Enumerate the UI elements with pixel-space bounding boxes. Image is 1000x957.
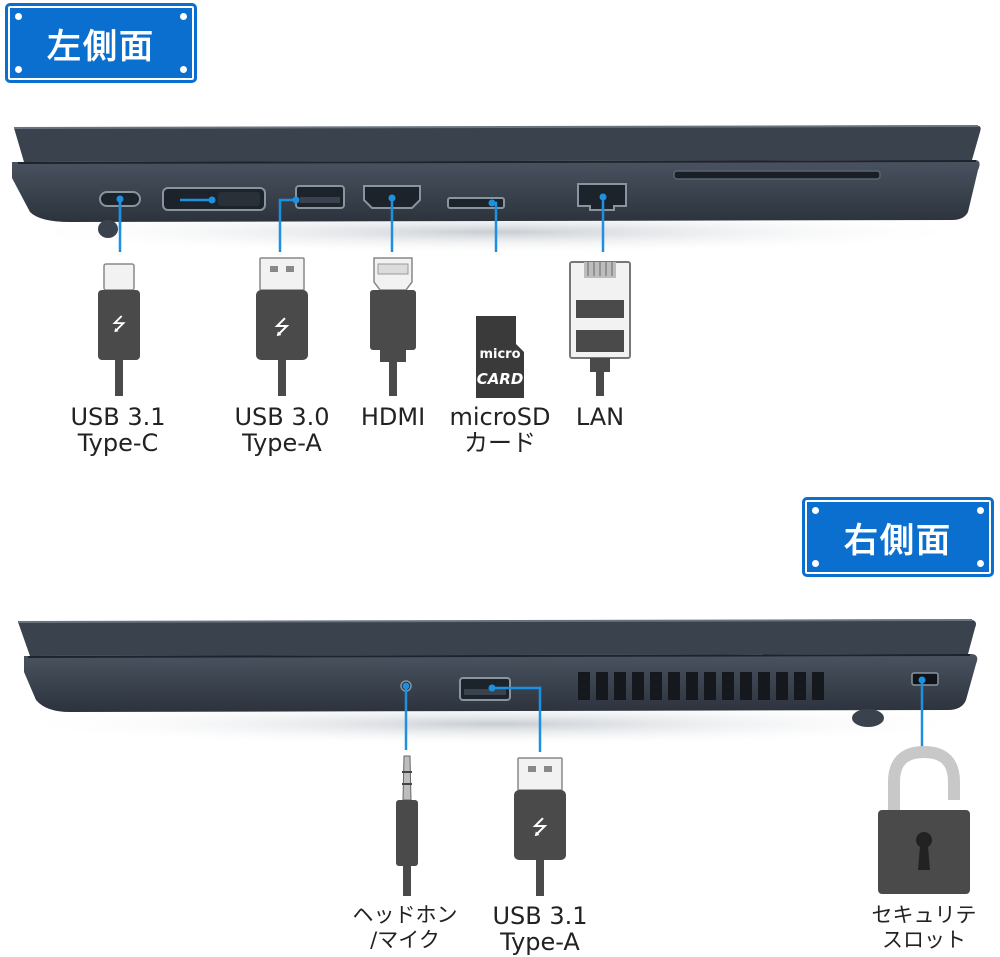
lan-plug-icon	[569, 261, 631, 396]
vent-grill	[578, 672, 824, 700]
microsd-card-icon: micro CARD	[476, 316, 524, 398]
svg-text:⭍: ⭍	[112, 314, 127, 335]
usb-a-label: USB 3.0 Type-A	[234, 403, 330, 457]
left-side-badge: 左側面	[5, 3, 197, 83]
lan-label: LAN	[575, 403, 625, 431]
usb-c-label: USB 3.1 Type-C	[70, 403, 166, 457]
audio-jack-icon	[396, 755, 418, 896]
right-side-badge: 右側面	[802, 497, 994, 577]
microsd-label: microSD カード	[449, 403, 551, 457]
right-side-title: 右側面	[844, 520, 952, 561]
usb-a-right-label: USB 3.1 Type-A	[492, 902, 588, 956]
usb-c-plug-icon: ⭍	[98, 263, 140, 396]
hdmi-label: HDMI	[360, 403, 426, 431]
svg-text:CARD: CARD	[477, 370, 524, 388]
hdmi-plug-icon	[370, 257, 416, 396]
security-slot-label: セキュリテ スロット	[871, 903, 977, 952]
audio-label: ヘッドホン /マイク	[352, 903, 458, 952]
svg-text:⭍: ⭍	[532, 815, 549, 839]
usb-a-plug-icon-right: ⭍	[514, 757, 566, 896]
usb-a-plug-icon: ⭍	[256, 257, 308, 396]
padlock-icon	[878, 745, 970, 894]
svg-text:⭍: ⭍	[274, 315, 291, 339]
right-leader-lines	[404, 680, 924, 752]
usb-a-port	[295, 185, 345, 209]
left-side-title: 左側面	[47, 26, 155, 67]
svg-text:micro: micro	[479, 347, 520, 362]
